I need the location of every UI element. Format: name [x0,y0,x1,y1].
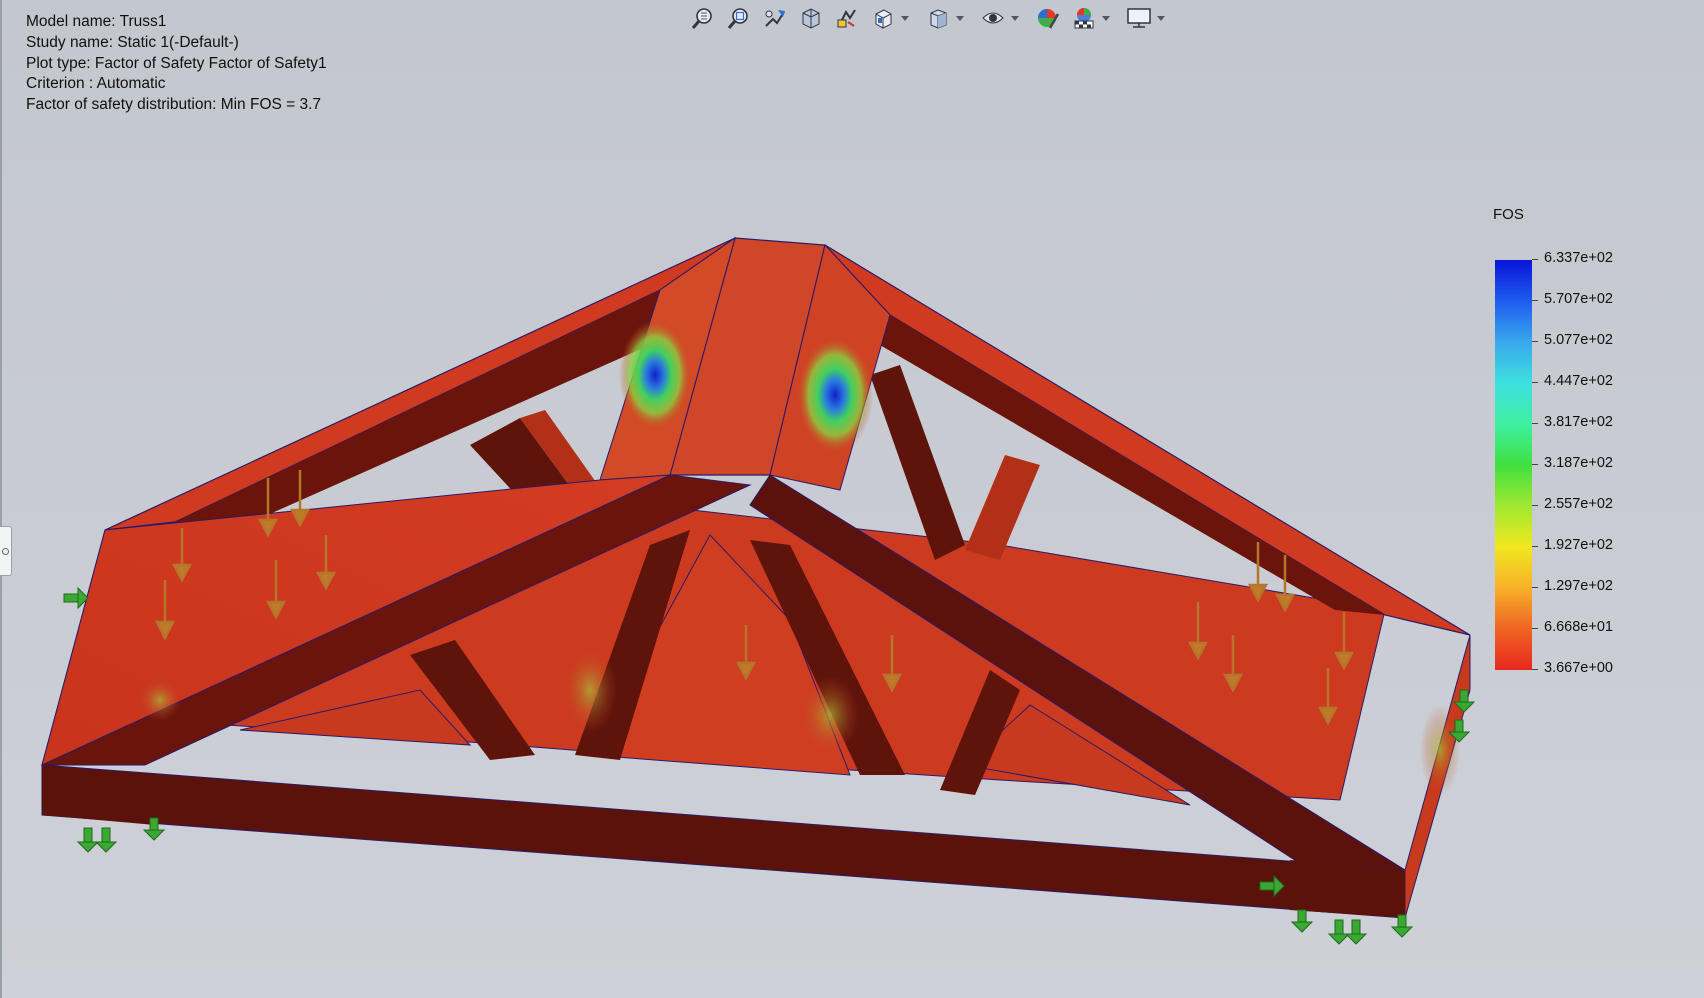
load-arrow [257,478,279,538]
plot-type-label: Plot type: Factor of Safety Factor of Sa… [26,54,327,72]
section-view-icon[interactable] [798,5,824,31]
plot-info-block: Model name: Truss1 Study name: Static 1(… [26,12,327,116]
legend-tick-label: 5.077e+02 [1532,332,1613,348]
legend-tick-label: 3.187e+02 [1532,455,1613,471]
previous-view-icon[interactable] [762,5,788,31]
zoom-to-area-icon[interactable] [726,5,752,31]
load-arrow [265,560,287,620]
load-arrow [735,625,757,681]
legend-tick-label: 4.447e+02 [1532,373,1613,389]
criterion-label: Criterion : Automatic [26,75,166,93]
fixture-symbol [63,586,89,610]
legend-tick-label: 6.668e+01 [1532,619,1613,635]
dynamic-annotation-views-icon[interactable] [834,5,860,31]
model-name-label: Model name: Truss1 [26,13,167,30]
load-arrow [1333,612,1355,671]
fixture-symbol [76,827,118,853]
display-style-icon[interactable] [925,5,951,31]
apply-scene-dropdown-icon[interactable] [1101,5,1110,31]
fos-distribution-label: Factor of safety distribution: Min FOS =… [26,96,322,114]
legend-title: FOS [1493,206,1524,223]
fixture-symbol [1327,919,1368,945]
legend-tick-label: 2.557e+02 [1532,496,1613,512]
view-orientation-dropdown-icon[interactable] [900,5,909,31]
legend-tick-label: 3.667e+00 [1532,660,1613,676]
view-orientation-icon[interactable] [870,5,896,31]
legend-color-bar [1495,260,1532,670]
fos-legend: FOS 6.337e+02 5.707e+02 5.077e+02 4.447e… [1490,204,1690,684]
apex-block [599,236,891,491]
legend-tick-label: 6.337e+02 [1532,250,1613,266]
fixture-supports [63,586,1476,945]
hide-show-items-dropdown-icon[interactable] [1010,5,1019,31]
load-arrow [881,635,903,693]
legend-tick-label: 1.927e+02 [1532,537,1613,553]
load-arrow [1187,602,1209,661]
load-arrow [289,470,311,528]
load-arrow [1222,635,1244,693]
hide-show-items-icon[interactable] [980,5,1006,31]
load-arrow [315,535,337,591]
fixture-symbol [1452,689,1476,713]
fixture-symbol [1290,909,1314,933]
display-style-dropdown-icon[interactable] [955,5,964,31]
fixture-symbol [1390,914,1414,938]
front-truss [41,474,1471,919]
zoom-to-fit-icon[interactable] [690,5,716,31]
apply-scene-icon[interactable] [1071,5,1097,31]
view-settings-dropdown-icon[interactable] [1156,5,1165,31]
heads-up-view-toolbar [690,4,1181,32]
legend-tick-label: 5.707e+02 [1532,291,1613,307]
load-arrow [1247,542,1269,603]
load-arrow [154,580,176,641]
legend-tick-label: 1.297e+02 [1532,578,1613,594]
fixture-symbol [142,817,166,841]
load-arrow [1274,555,1296,613]
view-settings-icon[interactable] [1126,5,1152,31]
fixture-symbol [1259,874,1285,898]
load-arrow [1317,668,1339,726]
edit-appearance-icon[interactable] [1035,5,1061,31]
viewport-left-border [0,0,2,998]
fixture-symbol [1447,719,1471,743]
legend-tick-label: 3.817e+02 [1532,414,1613,430]
load-arrows [154,470,1355,726]
study-name-label: Study name: Static 1(-Default-) [26,33,239,51]
feature-manager-collapse-tab[interactable] [0,526,12,576]
load-arrow [171,528,193,583]
